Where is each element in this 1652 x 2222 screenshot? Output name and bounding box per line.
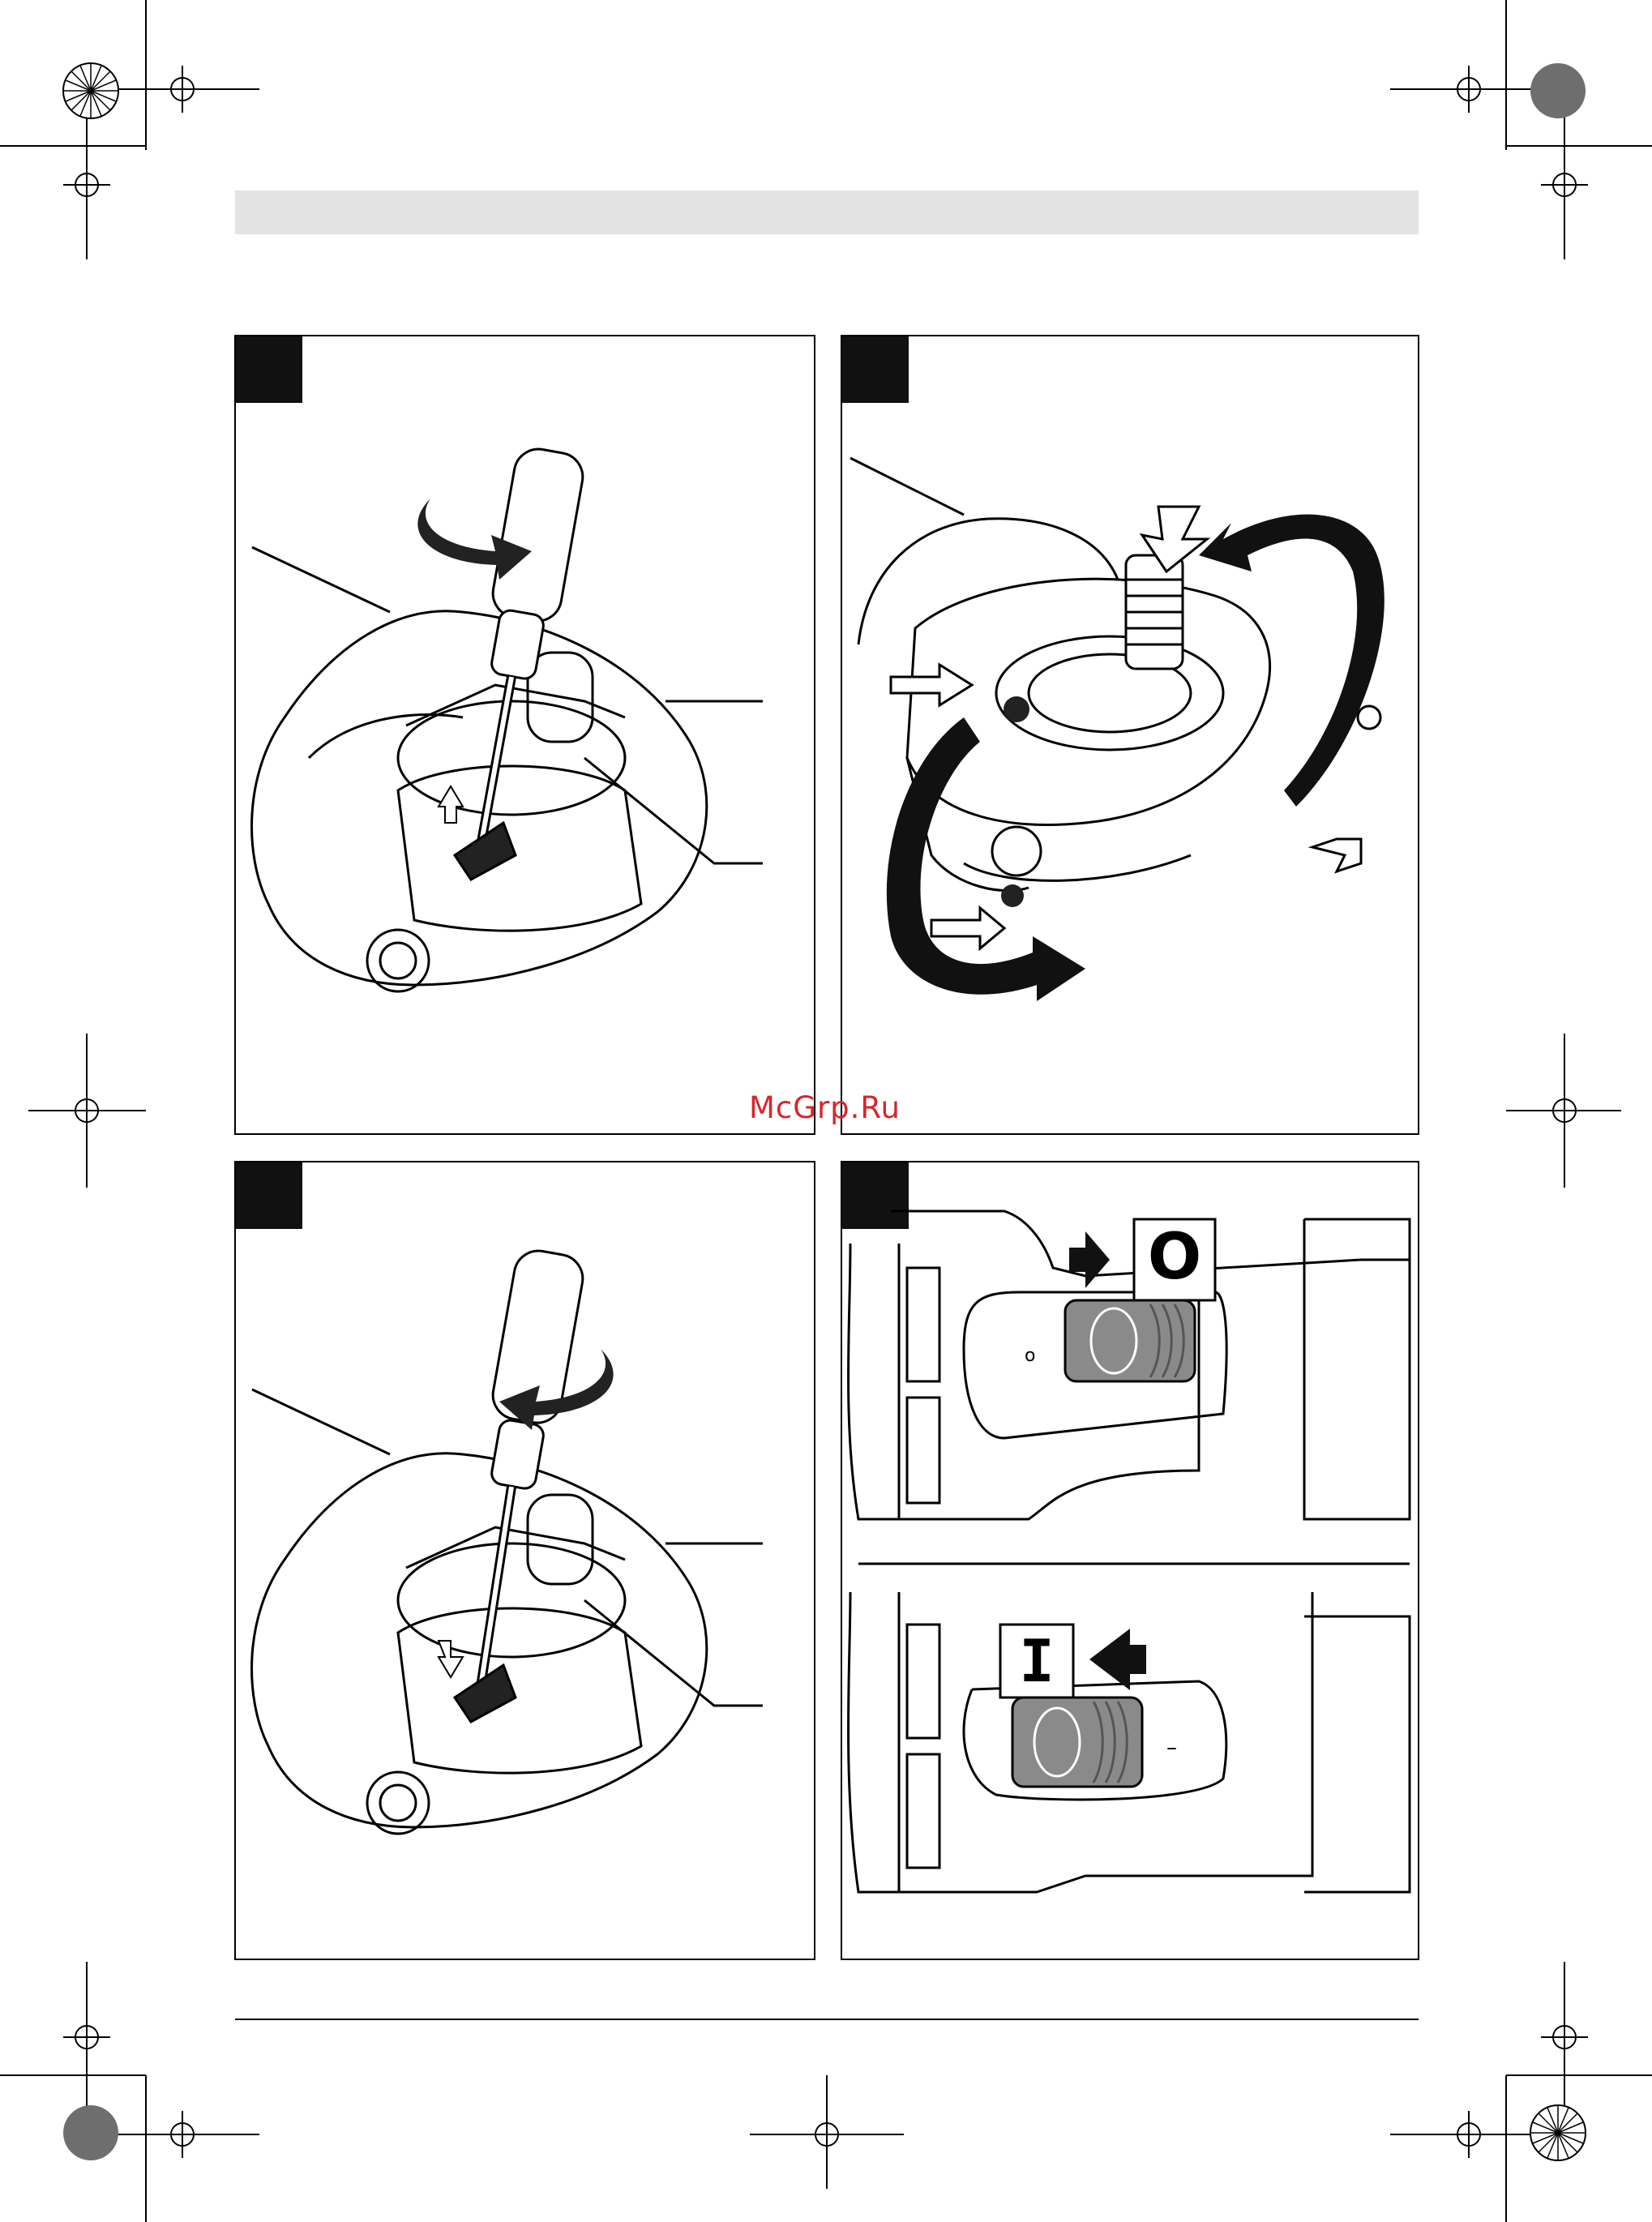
switch-on-symbol: I	[1019, 1627, 1054, 1695]
watermark-text: McGrp.Ru	[749, 1090, 901, 1125]
switch-on-small-symbol: –	[1166, 1736, 1177, 1760]
switch-off-symbol: O	[1148, 1221, 1201, 1294]
screwdriver-tighten-icon	[236, 1162, 815, 1960]
gear-head-rotate-icon	[842, 336, 1419, 1135]
figure-panel-3	[234, 1161, 815, 1960]
footer-rule	[235, 2019, 1419, 2020]
figure-panel-1	[234, 335, 815, 1135]
header-band	[235, 191, 1419, 234]
screwdriver-loosen-icon	[236, 336, 815, 1135]
on-off-switch-icon: o O – I	[842, 1162, 1419, 1960]
figure-panel-4: o O – I	[841, 1161, 1419, 1960]
switch-off-small-symbol: o	[1025, 1346, 1035, 1366]
figure-panel-2	[841, 335, 1419, 1135]
